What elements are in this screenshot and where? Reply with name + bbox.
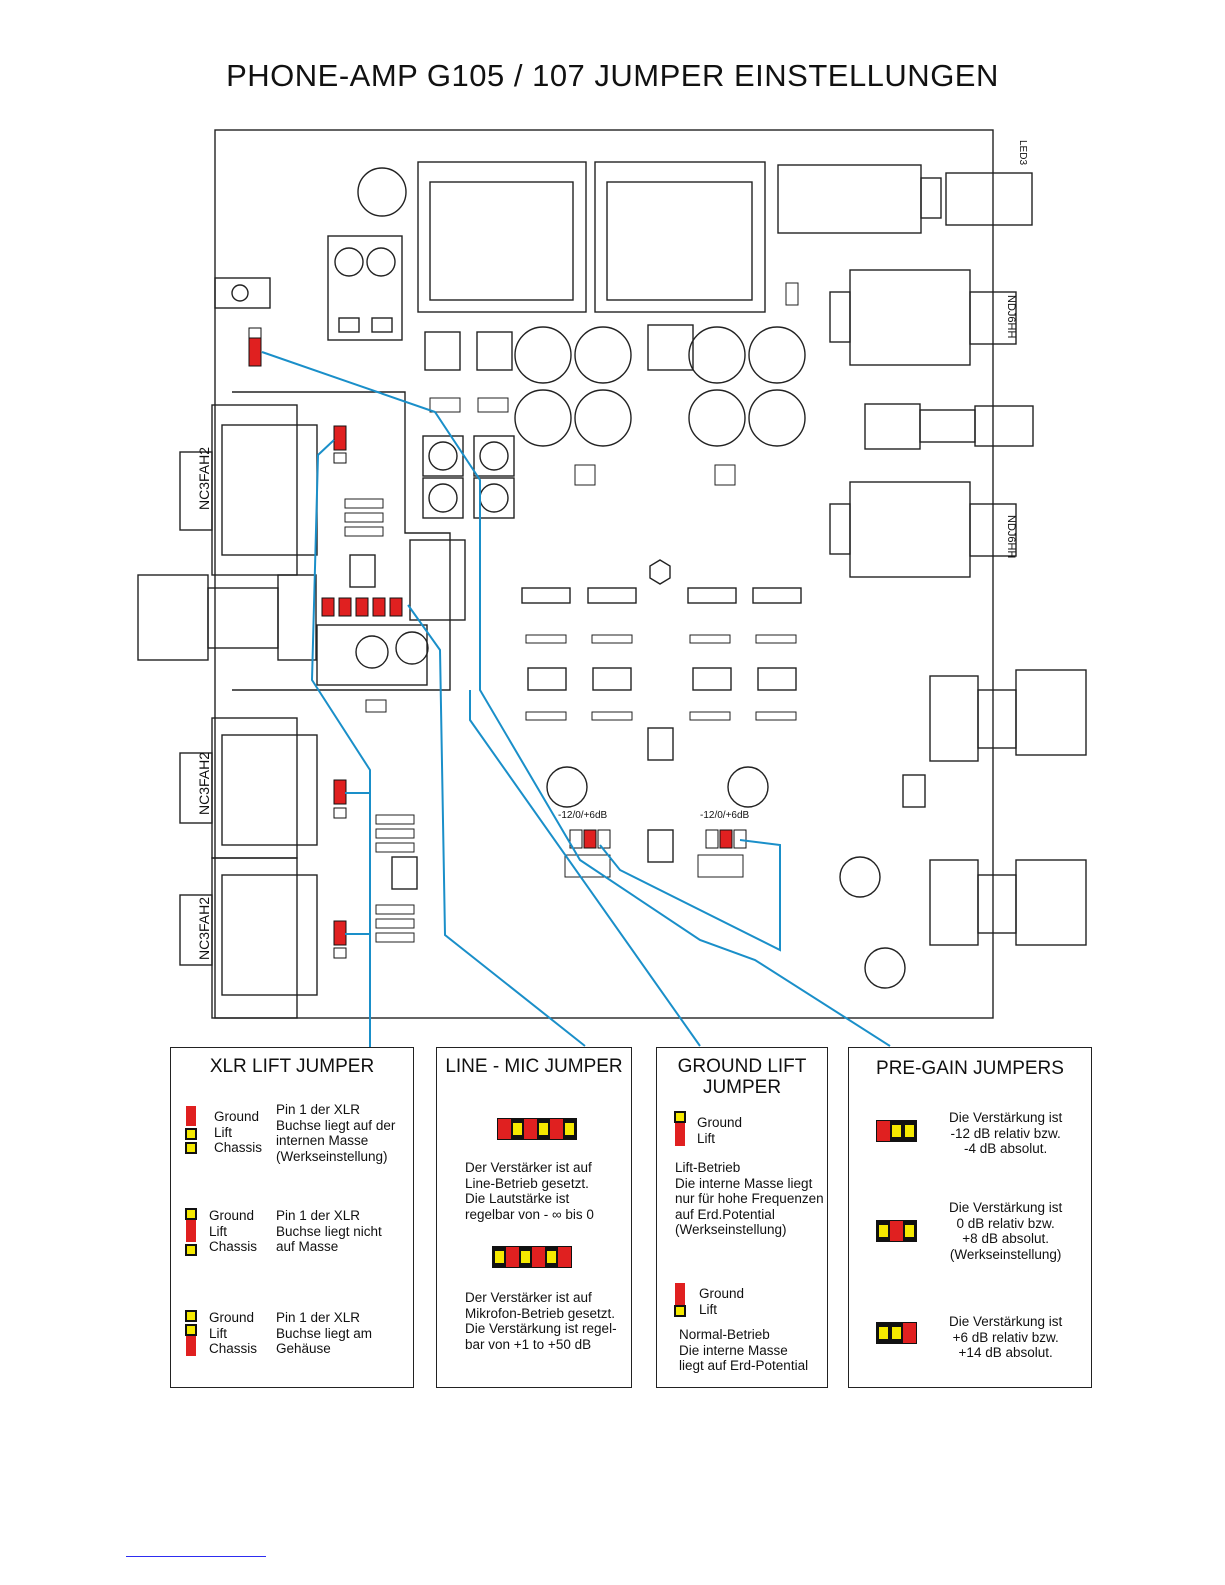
jumper-con15 — [333, 425, 347, 451]
jumper-yellow-pad — [674, 1305, 686, 1317]
xlr-label-mid: NC3FAH2 — [196, 752, 212, 815]
footer-link-line — [126, 1556, 266, 1557]
jumper-description: Pin 1 der XLR Buchse liegt nicht auf Mas… — [276, 1208, 382, 1254]
jumper-yellow-pad — [185, 1244, 197, 1256]
jumper-labels: Ground Lift Chassis — [209, 1310, 258, 1356]
panel-title: XLR LIFT JUMPER — [209, 1056, 375, 1077]
panel-ground-lift: GROUND LIFT JUMPER Ground Lift Lift-Betr… — [656, 1047, 828, 1388]
terminal-con11 — [327, 235, 403, 341]
jumper-yellow-pad — [185, 1128, 197, 1140]
panel-title: GROUND LIFT JUMPER — [677, 1056, 807, 1098]
jumper-con13 — [333, 920, 347, 946]
jumper-red-pad — [675, 1283, 685, 1305]
transformer-tr1 — [594, 161, 766, 313]
jumper-description: Die Verstärkung ist 0 dB relativ bzw. +8… — [949, 1200, 1063, 1262]
jumper-labels: Ground Lift Chassis — [214, 1109, 263, 1155]
panel-pre-gain: PRE-GAIN JUMPERS Die Verstärkung ist -12… — [848, 1047, 1092, 1388]
xlr-con4 — [211, 717, 298, 859]
jumper-description: Der Verstärker ist auf Line-Betrieb gese… — [465, 1160, 594, 1222]
jumper-description: Normal-Betrieb Die interne Masse liegt a… — [679, 1327, 809, 1373]
jumper-gain-right — [719, 829, 733, 849]
jumper-yellow-pad — [185, 1208, 197, 1220]
switch-sw1 — [777, 164, 922, 234]
page-title: PHONE-AMP G105 / 107 JUMPER EINSTELLUNGE… — [226, 58, 999, 93]
jumper-gain-left — [583, 829, 597, 849]
jumper-labels: Ground Lift — [697, 1115, 743, 1146]
panel-line-mic: LINE - MIC JUMPER Der Verstärker ist auf… — [436, 1047, 632, 1388]
jumper-yellow-pad — [185, 1324, 197, 1336]
transformer-tr2 — [417, 161, 587, 313]
panel-xlr-lift: XLR LIFT JUMPER Ground Lift Chassis Pin … — [170, 1047, 414, 1388]
xlr-con1 — [211, 857, 298, 1019]
jumper-yellow-pad — [185, 1142, 197, 1154]
jumper-j1 — [248, 337, 262, 367]
jack-con7 — [849, 269, 971, 366]
jumper-row-line — [497, 1118, 577, 1140]
jumper-description: Pin 1 der XLR Buchse liegt am Gehäuse — [276, 1310, 373, 1356]
jumper-row-minus12 — [876, 1120, 917, 1142]
pot-p3 — [137, 574, 209, 661]
gain-label-right: -12/0/+6dB — [700, 810, 750, 821]
jack-small — [864, 403, 921, 450]
jumper-red-pad — [186, 1336, 196, 1356]
fuse-f1 — [357, 167, 407, 217]
jumper-yellow-pad — [674, 1111, 686, 1123]
jumper-red-pad — [675, 1123, 685, 1146]
bridge-b1 — [647, 324, 694, 371]
pot-p2 — [929, 675, 979, 762]
panel-title: PRE-GAIN JUMPERS — [876, 1058, 1064, 1079]
jumper-yellow-pad — [185, 1310, 197, 1322]
jumper-description: Lift-Betrieb Die interne Masse liegt nur… — [675, 1160, 824, 1237]
jumper-row-mic — [492, 1246, 572, 1268]
jumper-red-pad — [186, 1106, 196, 1126]
xlr-label-bottom: NC3FAH2 — [196, 897, 212, 960]
pot-p1 — [929, 859, 979, 946]
jack-label-top: NDJ6HH — [1005, 295, 1017, 338]
led3 — [945, 172, 1033, 226]
panel-title: LINE - MIC JUMPER — [445, 1056, 623, 1077]
jack-label-bottom: NDJ6HH — [1005, 515, 1017, 558]
jumper-description: Die Verstärkung ist -12 dB relativ bzw. … — [949, 1110, 1063, 1156]
led-label: LED3 — [1017, 140, 1028, 165]
jumper-row-plus6 — [876, 1322, 917, 1344]
jumper-labels: Ground Lift Chassis — [209, 1208, 258, 1254]
jumper-labels: Ground Lift — [699, 1286, 745, 1317]
pcb-outline — [214, 129, 994, 1019]
xlr-con8 — [211, 404, 298, 576]
jack-con3 — [849, 481, 971, 578]
jumper-red-pad — [186, 1220, 196, 1242]
jumper-description: Pin 1 der XLR Buchse liegt auf der inter… — [276, 1102, 396, 1164]
jumper-description: Die Verstärkung ist +6 dB relativ bzw. +… — [949, 1314, 1063, 1360]
xlr-label-top: NC3FAH2 — [196, 447, 212, 510]
jumper-row-zero — [876, 1220, 917, 1242]
gain-label-left: -12/0/+6dB — [558, 810, 608, 821]
jumper-description: Der Verstärker ist auf Mikrofon-Betrieb … — [465, 1290, 617, 1352]
header-con2 — [409, 539, 466, 621]
jumper-con14 — [333, 779, 347, 805]
